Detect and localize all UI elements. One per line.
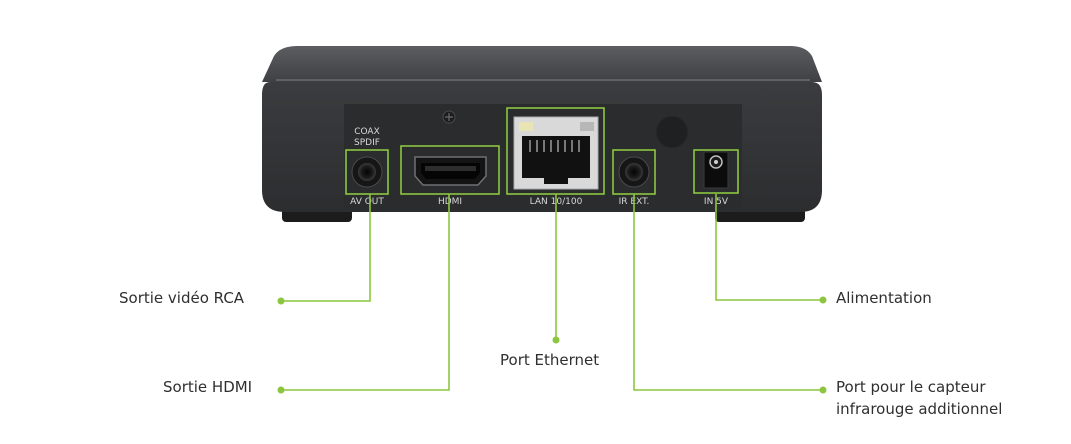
- power-jack: [693, 149, 739, 194]
- round-sensor: [655, 115, 689, 149]
- hdmi-port: [400, 145, 500, 195]
- av-out-label: AV OUT: [350, 197, 384, 207]
- callout-hdmi: Sortie HDMI: [163, 378, 253, 396]
- leader-lines: [281, 194, 823, 391]
- leader-hdmi: [281, 194, 450, 391]
- av-out-jack: [345, 149, 389, 195]
- leader-dots: [277, 296, 827, 394]
- dot-power: [819, 296, 827, 304]
- dot-ir: [819, 386, 827, 394]
- callout-ir-line2: infrarouge additionnel: [836, 400, 1003, 418]
- callout-power: Alimentation: [836, 289, 932, 307]
- dot-hdmi: [277, 386, 285, 394]
- ethernet-port: [506, 107, 605, 195]
- callout-ethernet: Port Ethernet: [500, 351, 600, 369]
- coax-label: COAX: [354, 127, 380, 137]
- dot-ethernet: [552, 336, 560, 344]
- spdif-label: SPDIF: [354, 138, 380, 148]
- callout-rca: Sortie vidéo RCA: [119, 289, 245, 307]
- device-top: [262, 46, 822, 82]
- leader-ir: [633, 194, 823, 391]
- leader-rca: [281, 194, 371, 302]
- dot-rca: [277, 297, 285, 305]
- screw-icon: [442, 110, 456, 124]
- leader-power: [715, 194, 823, 301]
- callout-ir-line1: Port pour le capteur: [836, 378, 986, 396]
- hdmi-label: HDMI: [438, 197, 462, 207]
